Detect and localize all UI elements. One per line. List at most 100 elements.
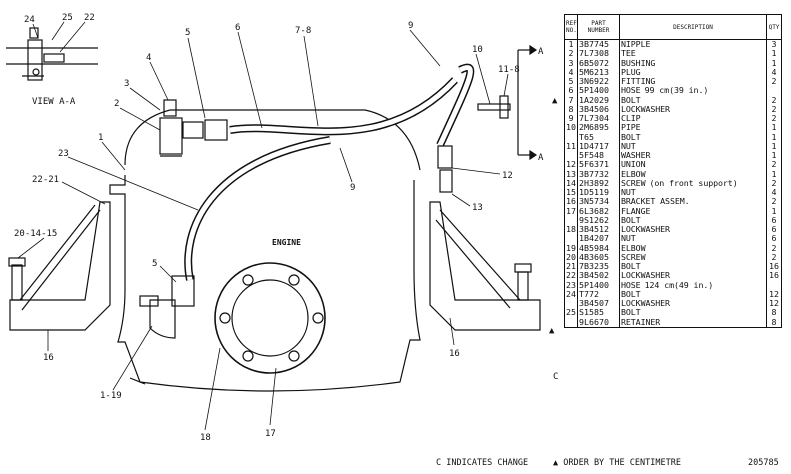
ref-cell bbox=[564, 299, 578, 309]
qty-cell bbox=[766, 280, 782, 290]
callout-7-8: 7-8 bbox=[295, 26, 311, 36]
description-text: ELBOW bbox=[621, 243, 646, 253]
qty-cell: 2 bbox=[766, 104, 782, 114]
qty-cell: 12 bbox=[766, 299, 782, 309]
qty-cell: 3 bbox=[766, 39, 782, 50]
ref-cell: 6 bbox=[564, 86, 578, 96]
callout-17: 17 bbox=[265, 429, 276, 439]
description-text: BOLT bbox=[621, 262, 641, 272]
description-text: HOSE bbox=[621, 86, 641, 96]
callout-16-left: 16 bbox=[43, 353, 54, 363]
ref-cell: 13 bbox=[564, 169, 578, 179]
part-number-cell: 3B4502 bbox=[577, 271, 620, 281]
description-text: LOCKWASHER bbox=[621, 271, 670, 281]
description-text: PLUG bbox=[621, 67, 641, 77]
callout-16-right: 16 bbox=[449, 349, 460, 359]
qty-cell: 1 bbox=[766, 49, 782, 59]
left-bracket bbox=[8, 201, 111, 331]
description-text: SCREW bbox=[621, 252, 646, 262]
description-text: FLANGE bbox=[621, 206, 651, 216]
qty-cell: 1 bbox=[766, 151, 782, 161]
part-number-cell: 5M6213 bbox=[577, 67, 620, 77]
description-cell: WASHER bbox=[619, 151, 767, 161]
qty-cell: 2 bbox=[766, 77, 782, 87]
ref-cell bbox=[564, 215, 578, 225]
hose-6 bbox=[229, 77, 458, 136]
header-description: DESCRIPTION bbox=[619, 14, 767, 40]
section-mark-bottom: A bbox=[538, 153, 544, 163]
ref-cell: 19 bbox=[564, 243, 578, 253]
description-cell: NUT bbox=[619, 141, 767, 151]
tee-assembly bbox=[159, 99, 228, 157]
part-number-cell: 3B4507 bbox=[577, 299, 620, 309]
part-number-cell: 2M6895 bbox=[577, 123, 620, 133]
ref-cell bbox=[564, 132, 578, 142]
order-note: ▲ ORDER BY THE CENTIMETRE bbox=[553, 458, 681, 468]
description-cell: SCREW(on front support) bbox=[619, 178, 767, 188]
ref-cell: 12 bbox=[564, 160, 578, 170]
description-cell: FLANGE bbox=[619, 206, 767, 216]
ref-cell: 3 bbox=[564, 58, 578, 68]
part-number-cell: 2H3892 bbox=[577, 178, 620, 188]
ref-cell: 1 bbox=[564, 39, 578, 50]
qty-cell: 2 bbox=[766, 178, 782, 188]
callout-3: 3 bbox=[124, 79, 129, 89]
qty-cell: 6 bbox=[766, 215, 782, 225]
description-note: 124 cm(49 in.) bbox=[644, 280, 714, 290]
description-text: PIPE bbox=[621, 123, 641, 133]
ref-cell bbox=[564, 234, 578, 244]
ref-cell bbox=[564, 151, 578, 161]
description-cell: BUSHING bbox=[619, 58, 767, 68]
qty-cell: 8 bbox=[766, 308, 782, 318]
description-cell: CLIP bbox=[619, 114, 767, 124]
description-cell: BOLT bbox=[619, 95, 767, 105]
description-text: LOCKWASHER bbox=[621, 225, 670, 235]
qty-cell: 4 bbox=[766, 188, 782, 198]
hose-23 bbox=[184, 136, 331, 281]
flange-assembly bbox=[214, 262, 326, 374]
engine-label: ENGINE bbox=[272, 238, 301, 247]
callout-9-top: 9 bbox=[408, 21, 413, 31]
callout-6: 6 bbox=[235, 23, 240, 33]
description-note: (on front support) bbox=[649, 178, 738, 188]
part-number-cell: 6B5072 bbox=[577, 58, 620, 68]
part-number-cell: 5F548 bbox=[577, 151, 620, 161]
qty-cell bbox=[766, 86, 782, 96]
part-number-cell: 3B4506 bbox=[577, 104, 620, 114]
callout-24: 24 bbox=[24, 15, 35, 25]
part-number-cell: 1D5119 bbox=[577, 188, 620, 198]
part-number-cell: S1585 bbox=[577, 308, 620, 318]
qty-cell: 12 bbox=[766, 289, 782, 299]
part-number-cell: 1B4207 bbox=[577, 234, 620, 244]
change-marker: C bbox=[553, 372, 559, 382]
ref-cell: 4 bbox=[564, 67, 578, 77]
qty-cell: 1 bbox=[766, 123, 782, 133]
qty-cell: 1 bbox=[766, 58, 782, 68]
part-number-cell: 7B3235 bbox=[577, 262, 620, 272]
part-number-cell: T65 bbox=[577, 132, 620, 142]
lower-elbow bbox=[139, 275, 195, 339]
description-cell: SCREW bbox=[619, 252, 767, 262]
figure-number: 205785 bbox=[748, 458, 779, 468]
qty-cell: 2 bbox=[766, 114, 782, 124]
description-text: HOSE bbox=[621, 280, 641, 290]
callout-5-low: 5 bbox=[152, 259, 157, 269]
